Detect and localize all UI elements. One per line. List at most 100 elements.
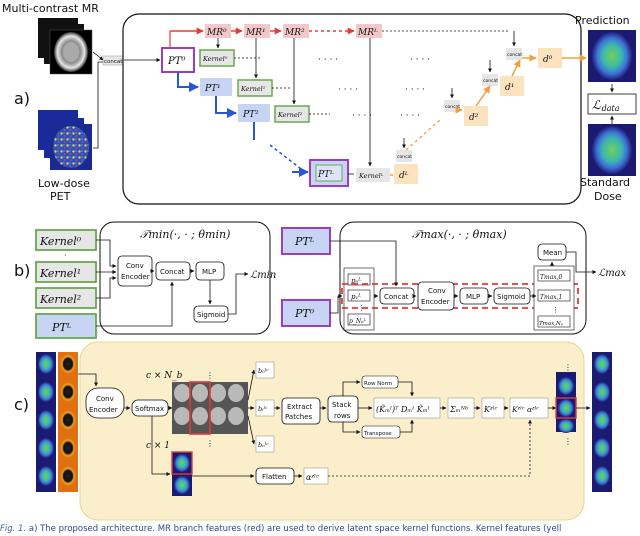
svg-text:Σₘᴺᵇ: Σₘᴺᵇ <box>449 405 468 414</box>
svg-text:MR¹: MR¹ <box>245 28 266 38</box>
tmin-title: 𝒯min(·, · ; θmin) <box>140 228 230 241</box>
svg-text:⋮: ⋮ <box>564 437 572 446</box>
svg-text:PTᴸ: PTᴸ <box>51 321 72 334</box>
svg-text:bᵢˡᶜ: bᵢˡᶜ <box>258 405 268 413</box>
svg-text:Concat: Concat <box>160 268 185 276</box>
target-label-1: Standard <box>580 176 630 189</box>
svg-text:Kᶻˡᶜ αᶻˡᶜ: Kᶻˡᶜ αᶻˡᶜ <box>511 405 539 414</box>
svg-text:p_Nₚᴸ: p_Nₚᴸ <box>349 318 366 325</box>
svg-text:rows: rows <box>334 412 351 420</box>
svg-text:(K̃ₘˡ)ᵀ Dₘˡ K̃ₘˡ: (K̃ₘˡ)ᵀ Dₘˡ K̃ₘˡ <box>376 405 430 414</box>
pt-row: PT¹ PT² PTᴸ <box>177 57 354 187</box>
svg-text:· · · ·: · · · · <box>352 111 372 121</box>
svg-text:·: · <box>64 251 67 260</box>
svg-text:Kernelᴸ: Kernelᴸ <box>358 172 384 180</box>
svg-text:Kernel⁰: Kernel⁰ <box>39 235 82 248</box>
svg-text:⋮: ⋮ <box>206 439 214 448</box>
svg-text:Encoder: Encoder <box>421 298 450 306</box>
prediction-image <box>588 30 636 82</box>
target-label-2: Dose <box>594 190 622 203</box>
svg-text:Transpose: Transpose <box>363 431 392 437</box>
svg-text:concat: concat <box>445 104 460 110</box>
svg-text:Softmax: Softmax <box>135 405 164 413</box>
svg-text:MR²: MR² <box>284 28 305 38</box>
svg-text:bₙˡᶜ: bₙˡᶜ <box>258 441 269 449</box>
svg-text:Kernel¹: Kernel¹ <box>240 85 265 93</box>
input-patch-column <box>36 352 78 492</box>
svg-text:Kernel⁰: Kernel⁰ <box>202 55 228 63</box>
loss-data-box <box>587 93 637 115</box>
svg-text:PTᴸ: PTᴸ <box>294 235 315 248</box>
panel-c: c) Conv Encoder Softmax c × N_b <box>14 341 612 521</box>
svg-text:⋮: ⋮ <box>206 371 214 380</box>
svg-text:Tmax,1: Tmax,1 <box>540 294 562 301</box>
svg-text:Sigmoid: Sigmoid <box>497 293 525 301</box>
svg-text:b₀ˡᶜ: b₀ˡᶜ <box>258 367 269 375</box>
svg-text:Stack: Stack <box>332 401 352 409</box>
svg-text:· · · ·: · · · · <box>400 111 420 121</box>
tmax-frame <box>339 221 587 335</box>
pet-image-stack <box>38 110 92 170</box>
kernel-boxes: Kernel⁰ Kernel¹ Kernel² Kernelᴸ <box>199 38 390 182</box>
svg-text:PT²: PT² <box>242 110 259 120</box>
pt-0-box <box>161 47 195 73</box>
svg-text:c × N_b: c × N_b <box>146 371 183 381</box>
alpha-tile <box>171 451 193 496</box>
svg-text:Kernel²: Kernel² <box>277 111 303 119</box>
decoder-row: concat d⁰ concat d¹ concat d² concat dᴸ <box>382 30 587 184</box>
svg-text:PT⁰: PT⁰ <box>167 56 185 67</box>
svg-text:⋮: ⋮ <box>552 306 559 314</box>
svg-text:· · · ·: · · · · <box>410 55 430 65</box>
svg-text:· · · ·: · · · · <box>318 55 338 65</box>
network-frame <box>122 13 582 205</box>
kernel-tile-grid <box>172 381 248 435</box>
svg-text:· · · ·: · · · · <box>338 85 358 95</box>
svg-text:αᶻˡᶜ: αᶻˡᶜ <box>306 473 319 482</box>
svg-text:Kernel²: Kernel² <box>39 293 81 306</box>
svg-text:concat: concat <box>397 154 412 160</box>
mr-image-stack <box>38 18 93 75</box>
svg-text:concat: concat <box>104 59 123 65</box>
svg-text:p₀ᴸ: p₀ᴸ <box>351 277 361 285</box>
input-pet-label-1: Low-dose <box>38 177 90 190</box>
svg-text:⋮: ⋮ <box>564 363 572 372</box>
svg-text:ℒmin: ℒmin <box>250 270 276 281</box>
svg-text:Extract: Extract <box>287 403 312 411</box>
svg-text:Conv: Conv <box>96 395 114 403</box>
svg-text:MLP: MLP <box>466 293 480 301</box>
svg-text:d²: d² <box>469 113 479 123</box>
svg-text:d¹: d¹ <box>505 83 514 93</box>
svg-text:d⁰: d⁰ <box>543 55 553 65</box>
svg-text:ℒmax: ℒmax <box>598 268 627 279</box>
panel-c-label: c) <box>14 395 29 414</box>
svg-text:Kernel¹: Kernel¹ <box>39 267 81 280</box>
svg-text:· · · ·: · · · · <box>405 85 425 95</box>
figure-caption: Fig. 1. a) The proposed architecture. MR… <box>0 524 562 534</box>
svg-text:p₁ᴸ: p₁ᴸ <box>351 293 361 301</box>
svg-text:Sigmoid: Sigmoid <box>197 311 225 319</box>
prediction-label: Prediction <box>575 14 630 27</box>
svg-text:Tmax,Nₚ: Tmax,Nₚ <box>539 321 564 327</box>
svg-text:⋮: ⋮ <box>358 304 365 312</box>
panel-b-label: b) <box>14 261 30 280</box>
svg-text:dᴸ: dᴸ <box>399 171 409 181</box>
output-patch-column <box>555 372 577 433</box>
mr-row: MR⁰ MR¹ MR² MRᴸ <box>169 24 382 48</box>
svg-text:PT⁰: PT⁰ <box>294 307 315 320</box>
svg-text:concat: concat <box>507 52 522 58</box>
svg-text:Patches: Patches <box>285 413 313 421</box>
panel-a: a) Multi-contrast MR Low-dose PET concat <box>2 2 637 205</box>
svg-text:PTᴸ: PTᴸ <box>317 170 334 180</box>
svg-text:ℒdata: ℒdata <box>592 98 620 113</box>
svg-text:PT¹: PT¹ <box>204 84 221 94</box>
tmin-frame <box>99 221 271 335</box>
panel-a-label: a) <box>14 89 30 108</box>
panel-b: b) Kernel⁰ Kernel¹ Kernel² · PTᴸ 𝒯min(·,… <box>14 221 627 339</box>
svg-text:c × 1: c × 1 <box>146 441 170 451</box>
final-output-column <box>592 352 612 492</box>
panel-c-background <box>79 341 585 521</box>
svg-text:Encoder: Encoder <box>121 273 150 281</box>
svg-text:MR⁰: MR⁰ <box>206 28 227 38</box>
input-pet-label-2: PET <box>50 190 71 203</box>
